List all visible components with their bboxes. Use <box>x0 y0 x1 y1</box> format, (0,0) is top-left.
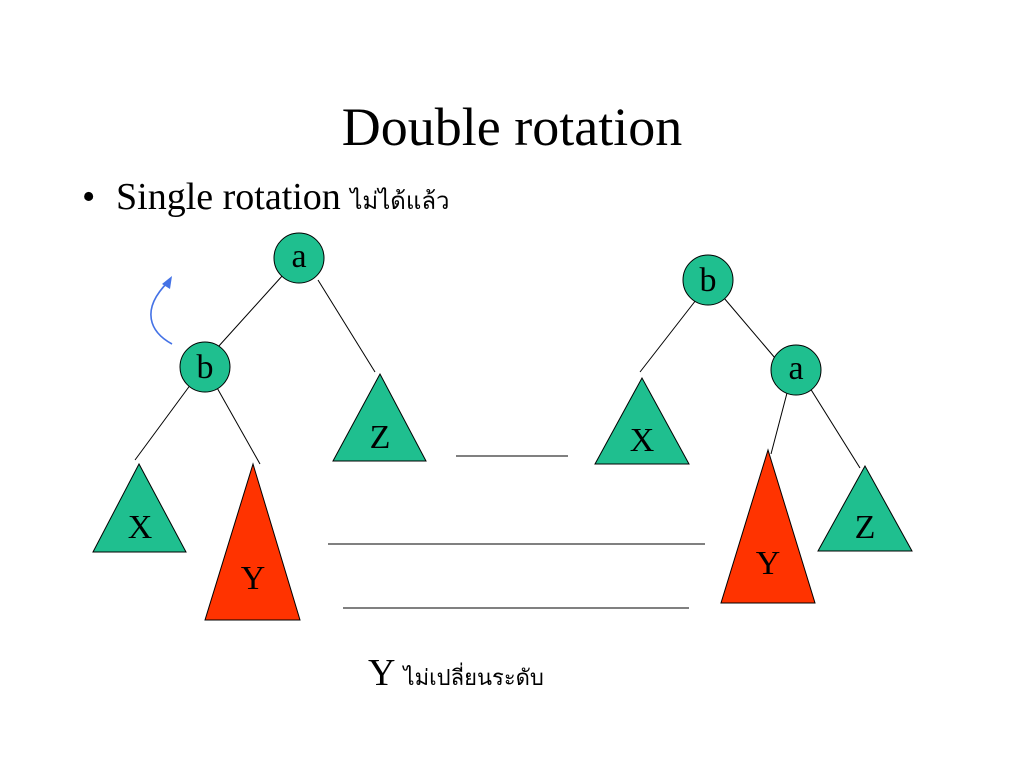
right-subtree-y: Y <box>720 448 816 604</box>
right-subtree-y-label: Y <box>756 545 781 582</box>
left-node-b-label: b <box>197 349 214 386</box>
right-node-a: a <box>770 344 822 396</box>
right-node-a-label: a <box>788 350 803 387</box>
left-subtree-y: Y <box>204 462 301 621</box>
left-node-a: a <box>273 232 325 284</box>
bullet-item: • Single rotation ไม่ได้แล้ว <box>82 174 450 224</box>
right-subtree-z-label: Z <box>855 509 876 546</box>
right-node-b: b <box>682 254 734 306</box>
left-subtree-y-label: Y <box>241 560 266 597</box>
left-node-a-label: a <box>291 238 306 275</box>
left-tree-edges <box>134 274 376 465</box>
bullet-text-th: ไม่ได้แล้ว <box>350 187 450 215</box>
bullet-dot: • <box>82 176 96 218</box>
bullet-text-en: Single rotation <box>116 176 341 218</box>
left-subtree-z-label: Z <box>370 419 391 456</box>
footnote-letter: Y <box>368 652 395 694</box>
right-subtree-x-label: X <box>630 422 655 459</box>
right-subtree-x: X <box>594 376 690 465</box>
rotation-arrowhead-icon <box>162 276 172 289</box>
rotation-arrow-icon <box>150 281 173 345</box>
right-tree-edges <box>639 297 861 469</box>
right-subtree-z: Z <box>817 464 913 552</box>
left-subtree-x: X <box>92 462 187 553</box>
slide-title: Double rotation <box>341 97 683 157</box>
right-node-b-label: b <box>700 262 717 299</box>
footnote: Y ไม่เปลี่ยนระดับ <box>368 650 544 702</box>
left-node-b: b <box>179 341 231 393</box>
left-subtree-x-label: X <box>128 509 153 546</box>
footnote-text-th: ไม่เปลี่ยนระดับ <box>403 666 544 691</box>
left-subtree-z: Z <box>332 372 427 462</box>
